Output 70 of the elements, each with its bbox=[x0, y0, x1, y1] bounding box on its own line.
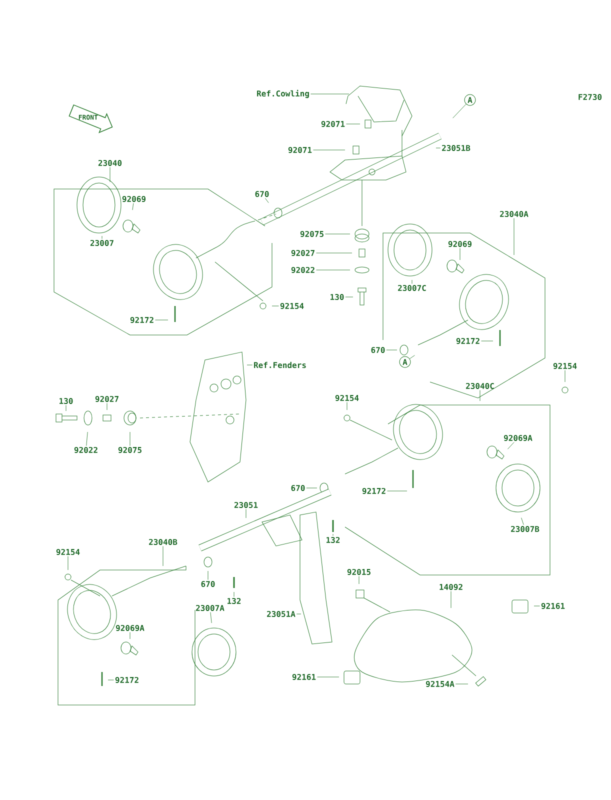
part-number: 92172 bbox=[115, 676, 138, 684]
leader-line bbox=[332, 534, 334, 536]
part-number: 92015 bbox=[347, 568, 370, 576]
part-number: 92161 bbox=[541, 602, 565, 610]
part-number: 92069 bbox=[122, 196, 146, 202]
leader-line bbox=[317, 676, 340, 678]
part-number: 23040 bbox=[98, 160, 122, 166]
part-number: 92154A bbox=[426, 680, 454, 688]
part-number: 92172 bbox=[362, 488, 386, 494]
leader-line bbox=[346, 402, 348, 410]
part-number: 92022 bbox=[291, 266, 314, 274]
part-number: 23040B bbox=[149, 538, 178, 546]
part-number: 92075 bbox=[118, 446, 142, 454]
part-number: 14092 bbox=[440, 584, 462, 590]
part-number: Ref.Cowling bbox=[257, 90, 309, 98]
leader-line bbox=[316, 252, 352, 254]
leader-line bbox=[452, 104, 466, 118]
leader-line bbox=[387, 490, 408, 492]
leader-line bbox=[409, 355, 415, 359]
part-number: 92027 bbox=[95, 396, 118, 402]
part-number: 23040A bbox=[500, 210, 528, 218]
part-number: 92154 bbox=[56, 548, 80, 556]
part-number: 92172 bbox=[456, 338, 480, 344]
part-number: 23051A bbox=[267, 610, 296, 618]
part-number: 670 bbox=[371, 346, 385, 354]
part-number: 92075 bbox=[300, 230, 324, 238]
leader-line bbox=[564, 370, 566, 382]
leader-line bbox=[210, 612, 212, 624]
part-number: 23007A bbox=[196, 604, 224, 612]
part-number: 92022 bbox=[74, 446, 98, 454]
part-number: 23007 bbox=[90, 240, 114, 246]
part-number: 670 bbox=[255, 190, 269, 198]
part-number: 92027 bbox=[291, 250, 314, 256]
leader-line bbox=[86, 432, 88, 446]
part-number: 92069A bbox=[504, 434, 532, 442]
leader-line bbox=[521, 518, 524, 525]
callout-letter: A bbox=[464, 94, 476, 106]
leader-line bbox=[481, 340, 494, 342]
part-number: 23040C bbox=[466, 382, 494, 390]
part-number: 23007B bbox=[511, 526, 540, 532]
callout-letter: A bbox=[399, 356, 411, 368]
part-number: Ref.Fenders bbox=[254, 362, 306, 368]
part-number: 92071 bbox=[321, 120, 345, 128]
part-number: 670 bbox=[201, 580, 215, 588]
part-number: 92161 bbox=[292, 674, 316, 680]
part-number: 92172 bbox=[130, 316, 154, 324]
part-number: 670 bbox=[291, 484, 305, 492]
part-number: 92069 bbox=[448, 240, 472, 248]
part-number: 92154 bbox=[335, 394, 359, 402]
part-number: 130 bbox=[60, 398, 73, 404]
leader-line bbox=[264, 198, 269, 204]
part-number: 132 bbox=[228, 598, 241, 604]
leader-line bbox=[132, 203, 134, 210]
leader-line bbox=[246, 364, 253, 366]
part-number: 23051 bbox=[234, 502, 258, 508]
leader-line bbox=[162, 546, 164, 566]
leader-line bbox=[358, 576, 360, 584]
part-number: 92069A bbox=[116, 624, 144, 632]
part-number: 92154 bbox=[553, 362, 577, 370]
part-number: 92071 bbox=[288, 146, 312, 154]
leader-line bbox=[507, 442, 514, 450]
part-number: 92154 bbox=[280, 302, 304, 310]
part-number: 130 bbox=[330, 294, 344, 300]
figure-number: F2730 bbox=[578, 94, 602, 100]
part-number: 23007C bbox=[398, 284, 426, 292]
leader-line bbox=[450, 591, 452, 608]
part-number: 23051B bbox=[442, 144, 470, 152]
leader-line bbox=[106, 403, 108, 410]
part-number: 132 bbox=[326, 536, 340, 544]
leader-line bbox=[345, 296, 354, 298]
